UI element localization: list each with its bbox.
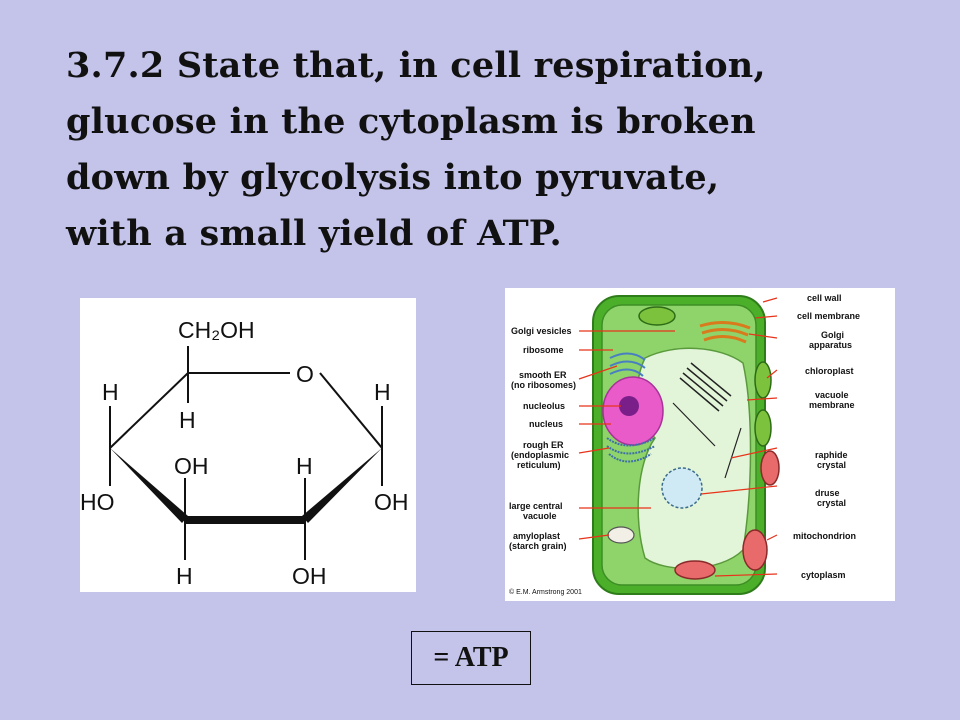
ring-bond-right xyxy=(319,372,383,449)
label-rough-er: rough ER xyxy=(523,440,564,450)
label-golgi-vesicles: Golgi vesicles xyxy=(511,326,572,336)
label-cell-wall: cell wall xyxy=(807,293,842,303)
label-ribosome: ribosome xyxy=(523,345,564,355)
label-rough-er-note: reticulum) xyxy=(517,460,561,470)
druse-crystal xyxy=(661,467,703,509)
atom-h: H xyxy=(176,563,193,589)
label-arrows xyxy=(578,297,778,577)
raphide-crystal xyxy=(724,427,742,479)
label-raphide-crystal: crystal xyxy=(817,460,846,470)
chloroplast xyxy=(754,361,772,399)
ring-bond-wedge-left xyxy=(110,448,188,523)
mitochondrion xyxy=(674,560,716,580)
plant-cell-diagram-image: Golgi vesicles ribosome smooth ER (no ri… xyxy=(505,288,895,601)
atp-legend-box: = ATP xyxy=(411,631,531,685)
raphide-crystal xyxy=(672,402,716,447)
label-nucleolus: nucleolus xyxy=(523,401,565,411)
glucose-structure-image: CH₂OH O H H H HO OH OH H H OH xyxy=(80,298,416,592)
label-druse-crystal: crystal xyxy=(817,498,846,508)
atom-h: H xyxy=(179,407,196,433)
raphide-crystal xyxy=(679,362,732,412)
ring-bond-left xyxy=(109,372,189,449)
mitochondrion xyxy=(742,529,768,571)
label-vacuole-membrane: vacuole xyxy=(815,390,849,400)
atom-oh: OH xyxy=(292,563,327,589)
label-nucleus: nucleus xyxy=(529,419,563,429)
label-mitochondrion: mitochondrion xyxy=(793,531,856,541)
label-cell-membrane: cell membrane xyxy=(797,311,860,321)
slide-title: 3.7.2 State that, in cell respiration, g… xyxy=(66,38,926,262)
atom-oh: OH xyxy=(174,453,209,479)
label-druse: druse xyxy=(815,488,840,498)
label-golgi: Golgi xyxy=(821,330,844,340)
label-amyloplast: amyloplast xyxy=(513,531,560,541)
golgi-apparatus xyxy=(699,321,751,344)
label-chloroplast: chloroplast xyxy=(805,366,854,376)
glucose-ring-diagram: CH₂OH O H H H HO OH OH H H OH xyxy=(80,317,409,589)
atom-h: H xyxy=(102,379,119,405)
copyright-notice: © E.M. Armstrong 2001 xyxy=(509,588,582,596)
label-starch-grain: (starch grain) xyxy=(509,541,567,551)
amyloplast xyxy=(607,526,635,544)
title-line: 3.7.2 State that, in cell respiration, xyxy=(66,45,766,86)
label-vacuole-membrane: membrane xyxy=(809,400,855,410)
smooth-er xyxy=(609,352,646,377)
title-line: down by glycolysis into pyruvate, xyxy=(66,157,720,198)
label-cytoplasm: cytoplasm xyxy=(801,570,846,580)
atom-h: H xyxy=(296,453,313,479)
title-line: glucose in the cytoplasm is broken xyxy=(66,101,756,142)
nucleolus xyxy=(619,396,639,416)
atom-ring-oxygen: O xyxy=(296,361,314,387)
atom-h: H xyxy=(374,379,391,405)
plant-cell-diagram: Golgi vesicles ribosome smooth ER (no ri… xyxy=(509,293,860,596)
label-vacuole: vacuole xyxy=(523,511,557,521)
mitochondrion xyxy=(760,450,780,486)
title-line: with a small yield of ATP. xyxy=(66,213,562,254)
atom-oh: OH xyxy=(374,489,409,515)
label-apparatus: apparatus xyxy=(809,340,852,350)
label-rough-er-note: (endoplasmic xyxy=(511,450,569,460)
label-raphide: raphide xyxy=(815,450,848,460)
chloroplast xyxy=(638,306,676,326)
rough-er xyxy=(606,437,656,463)
atom-ch2oh: CH₂OH xyxy=(178,317,255,343)
ring-bond-wedge-right xyxy=(302,448,382,523)
label-smooth-er-note: (no ribosomes) xyxy=(511,380,576,390)
atom-ho: HO xyxy=(80,489,115,515)
chloroplast xyxy=(754,409,772,447)
label-smooth-er: smooth ER xyxy=(519,370,567,380)
label-large-central-vacuole: large central xyxy=(509,501,563,511)
